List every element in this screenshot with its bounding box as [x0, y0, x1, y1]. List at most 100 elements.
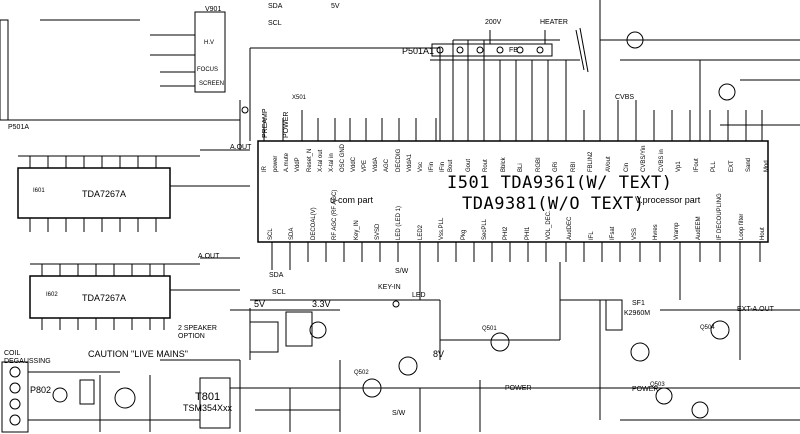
main-ic-pin-bottom-17: VSS	[631, 227, 638, 240]
main-ic-pin-bottom-14: AudDEC	[567, 216, 574, 240]
q-transistor-e	[710, 320, 730, 340]
net-sw-lower: S/W	[392, 410, 406, 417]
rail-200v: 200V	[485, 19, 502, 26]
q-transistor-d	[630, 342, 650, 362]
xtal-label: X501	[292, 95, 307, 101]
net-a-out-1: A.OUT	[230, 144, 252, 151]
main-ic-pin-left-13: VddA1	[406, 153, 413, 172]
main-ic-pin-bottom-23: Hout	[760, 227, 766, 240]
p501a1-pins	[436, 46, 544, 54]
audio-amp-1-ref: I601	[33, 188, 45, 194]
main-ic-pin-bottom-15: IFL	[588, 231, 595, 240]
led-label: LED	[412, 292, 426, 299]
audio-amp-1-part: TDA7267A	[82, 189, 127, 199]
q501-label: Q501	[482, 326, 497, 332]
net-a-out-2: A.OUT	[198, 253, 220, 260]
sf1-part: K2960M	[624, 310, 651, 317]
q503-label: Q503	[650, 382, 665, 388]
main-ic-pin-bottom-13: VOL_DEC.	[546, 210, 553, 240]
p501a-label: P501A	[8, 124, 30, 131]
net-power-2: POWER	[632, 386, 659, 393]
main-ic-pin-right-9: AVout	[606, 156, 612, 172]
main-ic-pin-left-11: AGC	[384, 158, 391, 172]
q504-label: Q504	[700, 325, 715, 331]
main-ic-pin-bottom-11: PHI2	[503, 226, 510, 240]
net-ext-a-out: EXT-A.OUT	[737, 306, 774, 313]
p802-label: P802	[30, 385, 52, 395]
sf1-filter	[605, 299, 623, 331]
hv-label: H.V	[204, 40, 215, 46]
main-ic-pin-bottom-7: LED2	[417, 224, 424, 240]
main-ic-pin-right-7: RBI	[570, 161, 577, 172]
main-ic-pin-right-1: Gout	[465, 158, 472, 172]
q-transistor-c	[398, 356, 418, 376]
main-ic-pin-left-6: X-tal in	[328, 153, 335, 172]
main-ic-pin-left-0: IR	[262, 166, 268, 172]
main-ic-pin-bottom-20: AudEEM	[695, 216, 702, 240]
main-ic-pin-bottom-8: Vss.PLL	[439, 217, 446, 240]
main-ic-pin-right-8: FBLIN2	[588, 151, 595, 172]
main-ic-pin-bottom-22: Loop filter	[738, 213, 745, 240]
q-transistor-a	[490, 332, 510, 352]
main-ic-pin-left-9: VPE	[362, 159, 369, 172]
net-cvbs: CVBS	[615, 94, 635, 101]
main-ic-pin-right-10: Cin	[623, 162, 630, 172]
main-ic-pin-left-3: VddP	[295, 157, 302, 172]
q-transistor-g	[691, 401, 709, 419]
main-ic-pin-right-4: BLi	[518, 163, 525, 172]
main-ic-pin-right-14: IFout	[693, 158, 700, 172]
main-ic-pin-left-4: Reset_N	[306, 148, 313, 172]
sf1-label: SF1	[632, 300, 645, 307]
main-ic-pin-right-5: RGBI	[535, 157, 542, 172]
main-ic-pin-bottom-16: IFsat	[610, 226, 617, 240]
v901-label: V901	[205, 6, 222, 13]
rail-5v: 5V	[254, 299, 266, 309]
main-ic-pin-bottom-5: SVSD	[374, 223, 381, 240]
rail-5v-top: 5V	[331, 3, 340, 10]
p501a1-connector	[431, 43, 553, 57]
rail-heater: HEATER	[540, 19, 568, 26]
main-ic-alt-title: TDA9381(W/O TEXT)	[462, 194, 645, 214]
main-ic-pin-right-13: Vp1	[676, 161, 683, 172]
q-transistor-b	[362, 378, 382, 398]
main-ic-pin-left-2: A.mute	[284, 152, 291, 172]
main-ic-pin-right-0: Bout	[448, 159, 454, 172]
audio-amp-2-body	[29, 275, 171, 319]
main-ic-body	[257, 140, 769, 243]
v901-block	[194, 11, 226, 93]
main-ic-pin-left-16: IFin	[440, 161, 446, 172]
net-power-1: POWER	[505, 385, 532, 392]
main-ic-pin-bottom-19: Vramp	[674, 222, 681, 240]
main-ic-pin-left-5: X-tal out	[317, 149, 324, 172]
main-ic-pin-left-10: VddA	[373, 157, 380, 172]
main-ic-pin-bottom-6: LED (LED 1)	[396, 205, 403, 240]
main-ic-pin-left-7: OSC GND	[339, 143, 346, 172]
t801-part: TSM354Xxx	[183, 403, 233, 413]
main-ic-bottom-pins	[271, 242, 761, 270]
pin-label-preamp: PREAMP	[262, 108, 269, 138]
regulator-2	[285, 311, 313, 347]
section-ucom-label: u-com part	[330, 195, 374, 205]
main-ic-pin-bottom-0: SCL	[268, 228, 274, 240]
caution-live-mains: CAUTION "LIVE MAINS"	[88, 349, 188, 359]
screen-label: SCREEN	[199, 81, 225, 87]
audio-amp-2-part: TDA7267A	[82, 293, 127, 303]
main-ic-pin-bottom-18: Hvres	[653, 224, 660, 240]
main-ic-pin-left-1: power	[273, 155, 280, 172]
main-ic-pin-right-12: CVBS in	[658, 149, 665, 172]
main-ic-pin-right-16: EXT	[728, 160, 735, 172]
net-scl-bottom: SCL	[272, 289, 286, 296]
main-ic-pin-right-18: Mod	[764, 160, 770, 172]
t801-label: T801	[195, 391, 221, 403]
focus-label: FOCUS	[197, 67, 218, 73]
main-ic-pin-bottom-1: SDA	[289, 227, 296, 240]
main-ic-pin-left-12: DECDIG	[395, 148, 402, 172]
main-ic-ref-title: I501 TDA9361(W/ TEXT)	[447, 173, 673, 193]
main-ic-pin-right-3: Bblck	[500, 157, 507, 172]
audio-amp-1-pins	[29, 156, 157, 232]
audio-amp-2-ref: I602	[46, 292, 58, 298]
audio-amp-1-body	[17, 167, 171, 219]
rail-8v: 8V	[433, 349, 445, 359]
net-key-in: KEY-IN	[378, 284, 401, 291]
